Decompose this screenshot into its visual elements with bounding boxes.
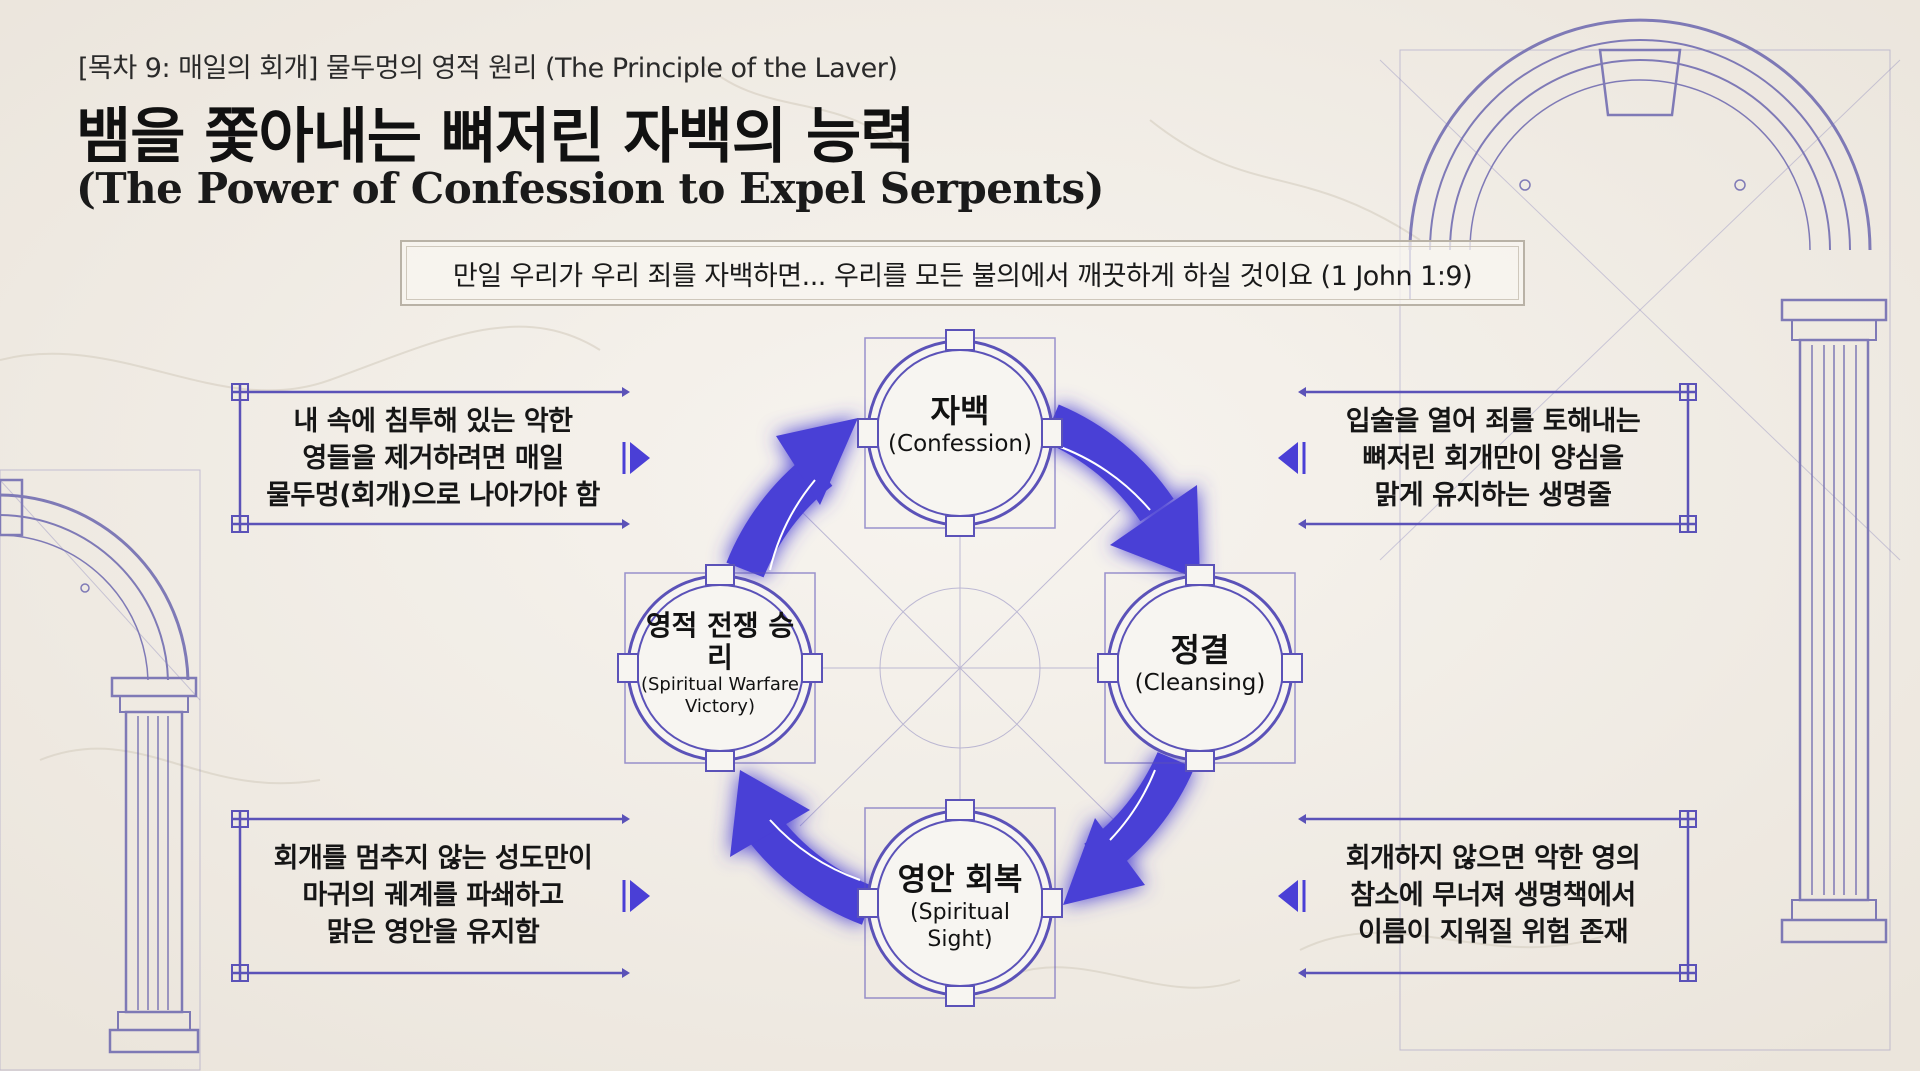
note-line: 회개하지 않으면 악한 영의	[1345, 843, 1641, 874]
node-subtitle: (Spiritual Warfare Victory)	[640, 674, 800, 717]
frame-top-left	[231, 383, 650, 533]
node-subtitle: (Spiritual Sight)	[910, 900, 1010, 952]
arrow-confession-to-cleansing	[1042, 404, 1174, 522]
node-warfare-victory	[617, 564, 823, 772]
pointer-right-bottom-left	[630, 880, 650, 912]
node-title: 자백	[930, 392, 990, 430]
pointer-right-top-left	[630, 442, 650, 474]
node-cleansing	[1097, 564, 1303, 772]
node-spiritual-sight	[857, 799, 1063, 1007]
note-bottom-left: 회개를 멈추지 않는 성도만이 마귀의 궤계를 파쇄하고 맑은 영안을 유지함	[240, 840, 626, 951]
frame-bottom-right	[1278, 810, 1697, 982]
inner-thin-arrows	[769, 444, 1156, 881]
arrow-sight-to-victory	[746, 813, 877, 925]
pointer-left-bottom-right	[1278, 880, 1298, 912]
node-label-warfare-victory: 영적 전쟁 승리 (Spiritual Warfare Victory)	[637, 610, 803, 718]
cycle-arrows	[726, 404, 1200, 925]
note-line: 영들을 제거하려면 매일	[302, 443, 564, 474]
page-title-english: (The Power of Confession to Expel Serpen…	[76, 164, 1104, 213]
section-subtitle: [목차 9: 매일의 회개] 물두멍의 영적 원리 (The Principle…	[78, 53, 898, 84]
note-line: 회개를 멈추지 않는 성도만이	[273, 843, 593, 874]
note-line: 맑은 영안을 유지함	[326, 917, 540, 948]
verse-text: 만일 우리가 우리 죄를 자백하면... 우리를 모든 불의에서 깨끗하게 하실…	[452, 260, 1473, 292]
cycle-nodes	[617, 329, 1303, 1007]
note-top-right: 입술을 열어 죄를 토해내는 뼈저린 회개만이 양심을 맑게 유지하는 생명줄	[1300, 403, 1686, 514]
note-line: 마귀의 궤계를 파쇄하고	[302, 880, 564, 911]
frame-top-right	[1278, 383, 1697, 533]
page-title: 뱀을 쫓아내는 뼈저린 자백의 능력	[76, 102, 915, 172]
node-subtitle: (Confession)	[888, 431, 1032, 457]
arrowhead-top	[776, 418, 858, 505]
node-title: 정결	[1170, 631, 1230, 669]
node-label-spiritual-sight: 영안 회복 (Spiritual Sight)	[885, 862, 1035, 953]
note-line: 뼈저린 회개만이 양심을	[1362, 443, 1624, 474]
note-line: 내 속에 침투해 있는 악한	[293, 406, 574, 437]
verse-banner: 만일 우리가 우리 죄를 자백하면... 우리를 모든 불의에서 깨끗하게 하실…	[400, 240, 1525, 306]
note-top-left: 내 속에 침투해 있는 악한 영들을 제거하려면 매일 물두멍(회개)으로 나아…	[240, 403, 626, 514]
note-line: 맑게 유지하는 생명줄	[1374, 480, 1612, 511]
arrowhead-bottom	[1063, 818, 1145, 905]
frame-bottom-left	[231, 810, 650, 982]
note-bottom-right: 회개하지 않으면 악한 영의 참소에 무너져 생명책에서 이름이 지워질 위험 …	[1300, 840, 1686, 951]
note-line: 참소에 무너져 생명책에서	[1350, 880, 1636, 911]
note-frames	[231, 383, 1697, 982]
node-title: 영안 회복	[897, 862, 1023, 898]
node-subtitle: (Cleansing)	[1134, 670, 1266, 696]
note-line: 이름이 지워질 위험 존재	[1357, 917, 1629, 948]
arrowhead-right	[1110, 485, 1200, 580]
arrowhead-left	[730, 770, 810, 857]
node-label-cleansing: 정결 (Cleansing)	[1110, 631, 1290, 697]
note-line: 물두멍(회개)으로 나아가야 함	[266, 480, 600, 511]
node-title: 영적 전쟁 승리	[645, 609, 795, 674]
pointer-left-top-right	[1278, 442, 1298, 474]
node-confession	[857, 329, 1063, 537]
note-line: 입술을 열어 죄를 토해내는	[1345, 406, 1641, 437]
node-label-confession: 자백 (Confession)	[870, 392, 1050, 458]
